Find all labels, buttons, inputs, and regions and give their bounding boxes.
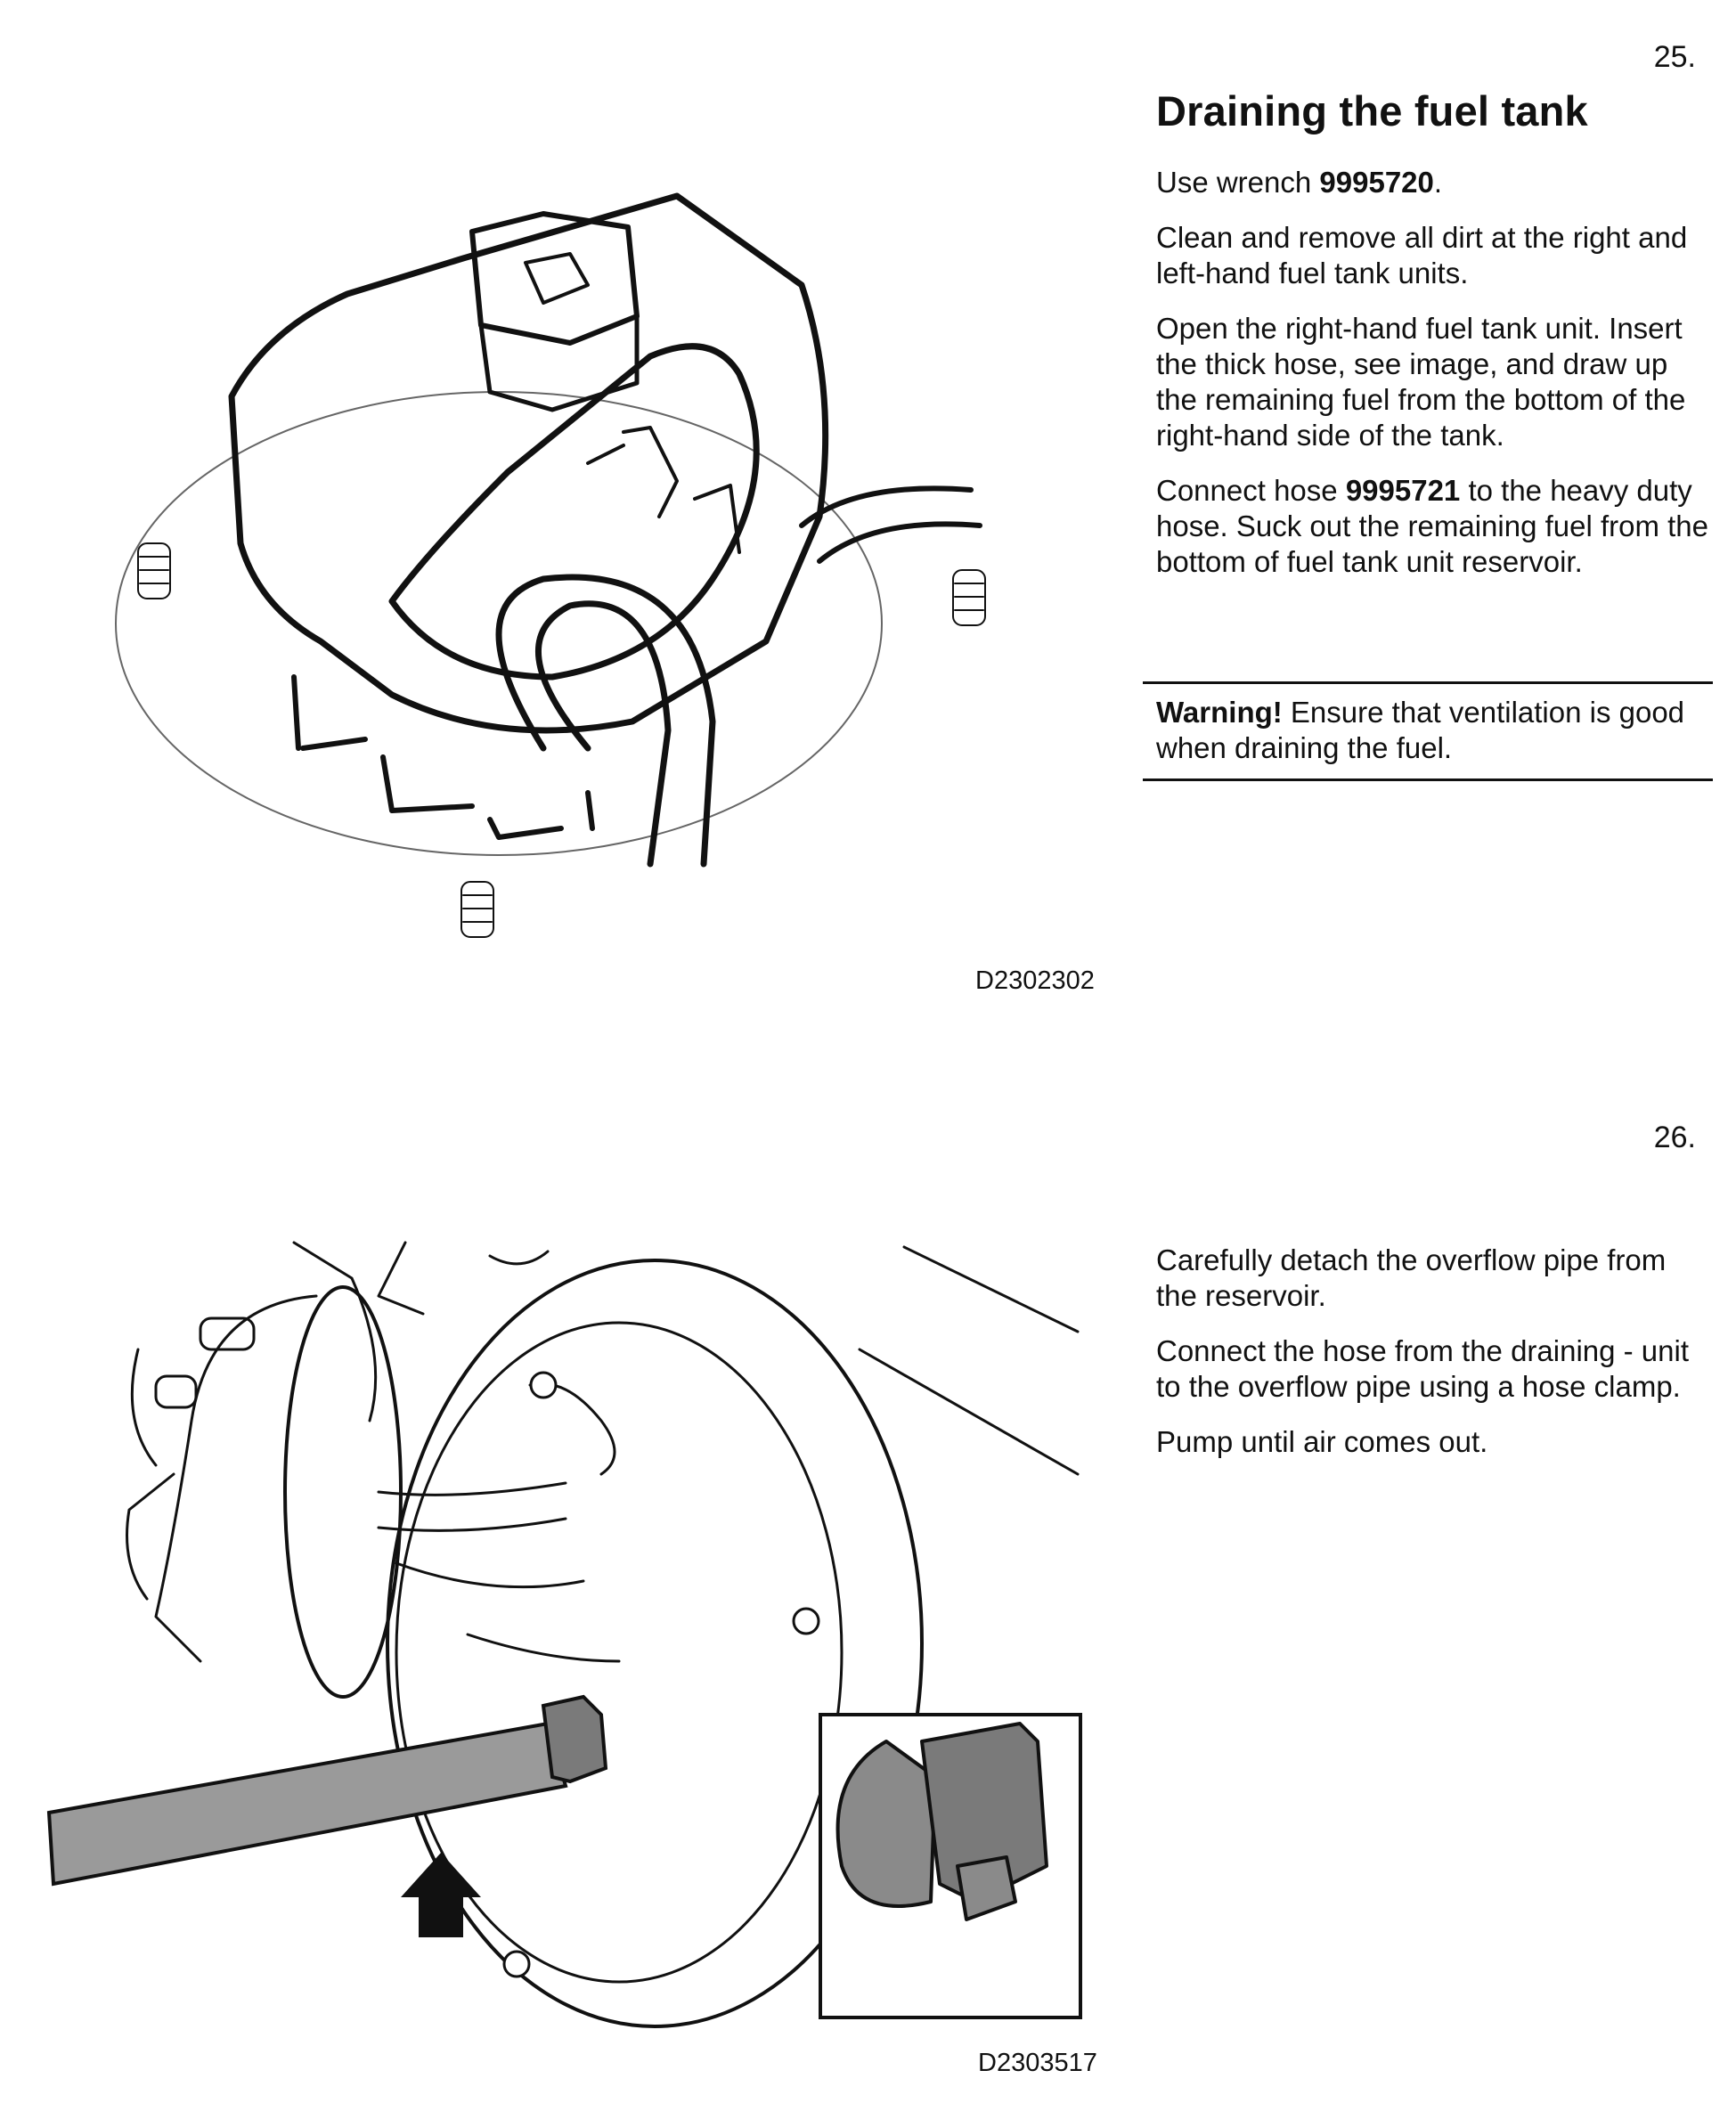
fuel-tank-wrench-illustration [115,192,986,938]
tool-number: 9995720 [1319,166,1434,199]
warning-label: Warning! [1156,696,1283,729]
section-heading: Draining the fuel tank [1156,87,1588,134]
text-span: . [1433,166,1443,199]
warning-box: Warning! Ensure that ventilation is good… [1143,681,1713,781]
text-span: Connect hose [1156,474,1346,507]
figure-id: D2303517 [978,2049,1097,2077]
text-span: to the heavy duty hose. Suck out the rem… [1156,474,1709,578]
step25-paragraph-connect: Connect hose 9995721 to the heavy duty h… [1156,473,1708,580]
warning-body: Ensure that ventilation is good when dra… [1156,696,1685,764]
step-number-25: 25. [1653,40,1696,74]
step26-paragraph-pump: Pump until air comes out. [1156,1425,1488,1458]
tool-number: 9995721 [1345,474,1461,507]
figure-id: D2302302 [975,966,1095,995]
text-span: Use wrench [1156,166,1320,199]
step-number-26: 26. [1653,1121,1696,1154]
step26-text: Carefully detach the overflow pipe from … [1156,1243,1708,1479]
warning-text: Warning! Ensure that ventilation is good… [1156,695,1713,766]
step26-paragraph-detach: Carefully detach the overflow pipe from … [1156,1243,1667,1312]
step25-paragraph-wrench: Use wrench 9995720. [1156,165,1708,200]
overflow-pipe-hose-illustration [46,1241,1082,2028]
step25-paragraph-clean: Clean and remove all dirt at the right a… [1156,221,1688,289]
step25-text: Use wrench 9995720. Clean and remove all… [1156,165,1708,599]
step26-paragraph-connect: Connect the hose from the draining - uni… [1156,1334,1690,1403]
step25-paragraph-open: Open the right-hand fuel tank unit. Inse… [1156,312,1686,452]
